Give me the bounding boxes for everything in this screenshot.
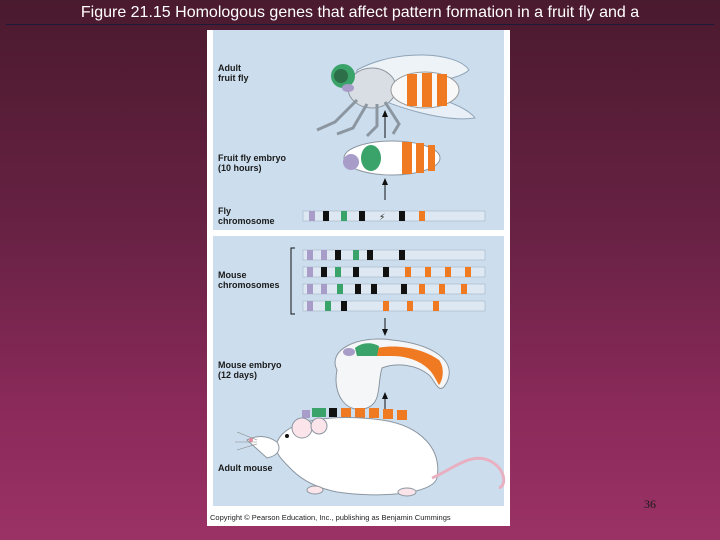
figure-homologous-genes: Adult fruit fly Fruit fly embryo (10 hou… xyxy=(207,30,510,526)
label-adult-fly: Adult fruit fly xyxy=(218,63,249,83)
adult-fruit-fly-illustration xyxy=(316,54,476,138)
figure-illustration: ⚡ xyxy=(235,54,506,497)
fly-chromosome-band: ⚡ xyxy=(302,210,486,223)
svg-text:⚡: ⚡ xyxy=(379,213,385,223)
slide-title: Figure 21.15 Homologous genes that affec… xyxy=(80,4,640,21)
copyright-text: Copyright © Pearson Education, Inc., pub… xyxy=(210,513,451,522)
label-adult-mouse: Adult mouse xyxy=(218,463,273,473)
mouse-embryo-illustration xyxy=(334,338,450,410)
label-mouse-embryo: Mouse embryo (12 days) xyxy=(218,360,282,380)
adult-mouse-illustration xyxy=(235,408,506,497)
label-mouse-chromosomes: Mouse chromosomes xyxy=(218,270,280,290)
title-underline xyxy=(6,24,714,25)
label-fly-embryo: Fruit fly embryo (10 hours) xyxy=(218,153,287,173)
label-fly-chromosome: Fly chromosome xyxy=(218,206,275,226)
page-number: 36 xyxy=(644,497,656,511)
fly-embryo-illustration xyxy=(343,140,441,176)
mouse-chromosome-bands xyxy=(302,249,486,312)
